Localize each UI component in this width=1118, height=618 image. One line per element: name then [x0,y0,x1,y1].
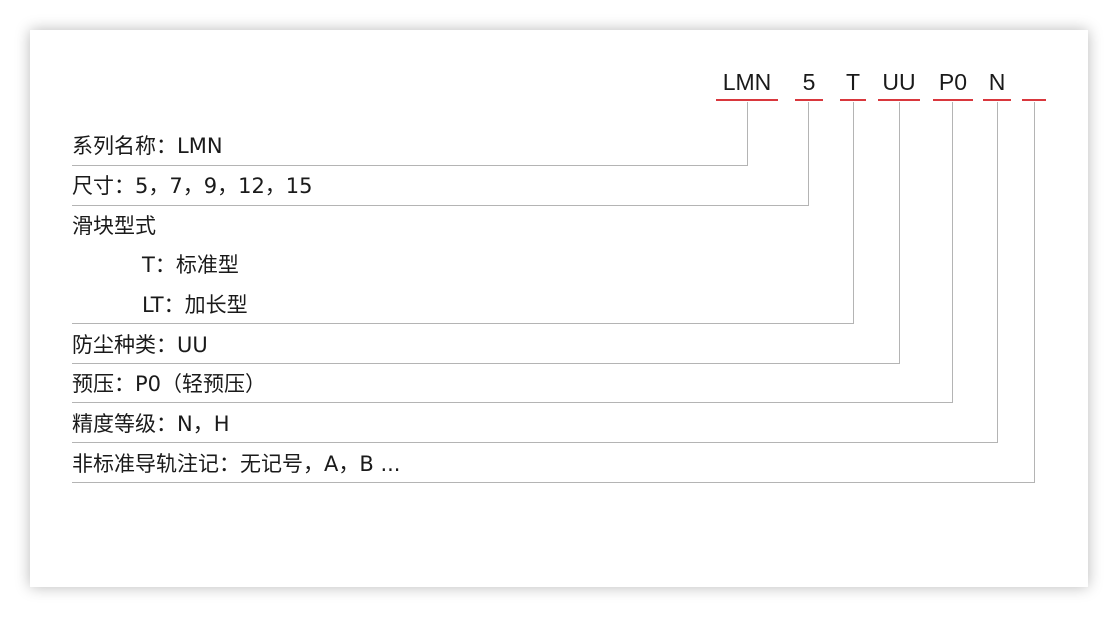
code-segment-block-type: T [845,69,861,95]
row-block-type-standard: T：标准型 [142,253,239,277]
code-underline-series [716,99,778,101]
code-segment-preload: P0 [938,69,968,95]
leader-horizontal-block-type [72,323,854,324]
code-segment-size: 5 [802,69,816,95]
leader-vertical-series [747,102,748,165]
code-underline-nonstandard [1022,99,1046,101]
code-segment-accuracy: N [988,69,1006,95]
row-size: 尺寸：5，7，9，12，15 [72,174,313,198]
leader-horizontal-nonstandard [72,482,1035,483]
code-underline-size [795,99,823,101]
row-accuracy: 精度等级：N，H [72,412,230,436]
leader-vertical-accuracy [997,102,998,443]
code-underline-accuracy [983,99,1011,101]
row-block-type-heading: 滑块型式 [72,214,156,238]
leader-horizontal-preload [72,402,953,403]
leader-horizontal-dust-seal [72,363,900,364]
leader-vertical-dust-seal [899,102,900,364]
row-preload: 预压：P0（轻预压） [72,372,267,396]
row-nonstandard-rail: 非标准导轨注记：无记号，A，B ... [72,452,401,476]
leader-horizontal-accuracy [72,442,998,443]
code-underline-dust-seal [878,99,920,101]
code-underline-preload [933,99,973,101]
leader-horizontal-series [72,165,748,166]
leader-vertical-size [808,102,809,205]
row-dust-seal: 防尘种类：UU [72,333,208,357]
leader-vertical-nonstandard [1034,102,1035,483]
code-segment-series: LMN [722,69,772,95]
leader-horizontal-size [72,205,809,206]
code-segment-dust-seal: UU [882,69,916,95]
leader-vertical-preload [952,102,953,403]
diagram-card [30,30,1088,587]
row-block-type-long: LT：加长型 [142,293,248,317]
leader-vertical-block-type [853,102,854,324]
code-underline-block-type [840,99,866,101]
row-series-name: 系列名称：LMN [72,134,223,158]
